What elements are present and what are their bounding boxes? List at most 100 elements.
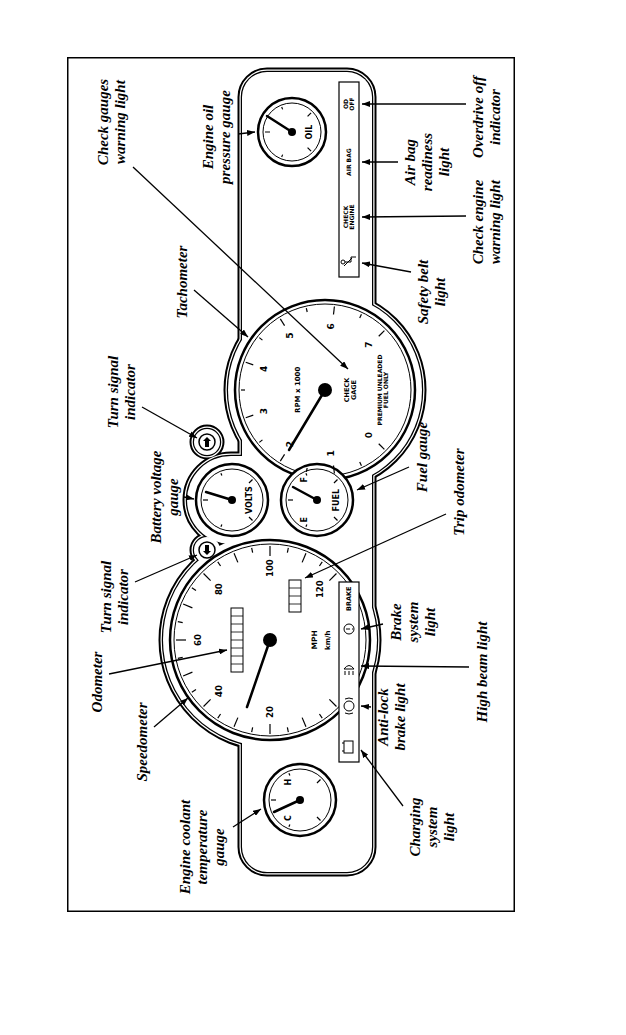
dial-tick [360, 462, 362, 466]
dial-tick [246, 362, 254, 365]
dial-tick [379, 331, 385, 337]
dial-text: OD OFF [343, 93, 356, 115]
dial-tick [379, 444, 385, 450]
dial-tick [192, 588, 196, 591]
callout-label: Turn signal indicator [105, 347, 139, 437]
dial-tick [265, 131, 270, 132]
callout-label: Overdrive off indicator [470, 67, 504, 167]
dial-number: 20 [266, 706, 275, 718]
dial-tick [218, 562, 221, 566]
dial-tick [218, 714, 221, 718]
dial-tick [308, 113, 312, 117]
dial-tick [251, 727, 253, 732]
dial-tick [360, 314, 362, 318]
dial-text: km/h [325, 631, 333, 651]
dial-tick [333, 466, 335, 474]
dial-number: 0 [365, 432, 375, 438]
dial-tick [317, 817, 321, 821]
callout-label: Battery voltage gauge [148, 438, 182, 556]
dial-tick [334, 479, 338, 483]
callout-label: High beam light [474, 612, 491, 732]
dial-tick [259, 338, 262, 340]
dial-tick [249, 479, 253, 483]
dial-tick [269, 724, 270, 734]
dial-tick [288, 499, 293, 500]
dial-tick [305, 524, 307, 526]
dial-tick [287, 727, 289, 732]
dial-number: 1 [327, 450, 337, 456]
dial-tick [280, 454, 284, 461]
dial-tick [319, 714, 322, 718]
callout-label: Tachometer [174, 237, 191, 327]
dial-text: H [285, 779, 294, 786]
dial-tick [306, 468, 308, 472]
dial-number: 3 [260, 408, 270, 414]
figure-frame: Check gauges warning light Engine oil pre… [67, 57, 515, 912]
callout-label: Charging system light [407, 792, 458, 862]
dial-tick [234, 718, 238, 727]
dial-tick [220, 524, 222, 526]
dial-tick [317, 779, 321, 783]
dial-tick [203, 499, 208, 500]
callout-label: Fuel gauge [414, 417, 431, 497]
dial-tick [319, 562, 322, 566]
dial-number: 120 [316, 580, 325, 598]
callout-label: Speedometer [134, 692, 151, 792]
dial-tick [271, 799, 276, 800]
callout-label: Trip odometer [451, 440, 468, 545]
dial-tick [281, 155, 283, 157]
dial-text: E [301, 517, 310, 522]
callout-label: Air bag readiness light [402, 125, 453, 200]
dial-tick [220, 473, 222, 475]
dial-tick [333, 307, 335, 315]
dial-tick [287, 548, 289, 553]
dial-tick [249, 517, 253, 521]
dial-text: CHECK GAGE [344, 373, 358, 407]
dial-number: 6 [327, 323, 337, 329]
callout-label: Engine oil pressure gauge [200, 80, 234, 195]
dial-tick [269, 546, 270, 556]
callout-label: Engine coolant temperature gauge [177, 792, 228, 902]
dial-text: MPH [311, 630, 319, 649]
dial-tick [305, 473, 307, 475]
dial-tick [280, 319, 284, 326]
dial-number: 5 [286, 333, 296, 339]
dial-tick [288, 824, 290, 826]
dial-tick [241, 389, 245, 390]
dial-tick [329, 699, 336, 706]
dial-tick [251, 548, 253, 553]
dial-number: 60 [194, 634, 203, 646]
dial-number: 7 [365, 341, 375, 347]
dial-tick [178, 621, 183, 623]
dial-tick [288, 773, 290, 775]
dial-text: BRAKE [346, 587, 353, 611]
callout-label: Turn signal indicator [98, 552, 132, 642]
dial-tick [302, 553, 306, 562]
dial-text: VOLTS [246, 486, 255, 514]
callout-label: Check engine warning light [470, 172, 504, 272]
dial-number: 40 [215, 685, 224, 697]
dial-tick [246, 415, 254, 418]
dial-tick [302, 718, 306, 727]
dial-tick [329, 574, 336, 581]
dial-text: PREMIUM UNLEADED FUEL ONLY [377, 350, 390, 430]
dial-tick [204, 699, 211, 706]
dial-tick [204, 574, 211, 581]
callout-label: Check gauges warning light [95, 72, 129, 172]
callout-label: Anti-lock brake light [375, 675, 409, 760]
dial-number: 2 [286, 441, 296, 447]
dial-text: OIL [306, 125, 315, 140]
dial-text: CHECK ENGINE [343, 202, 356, 232]
dial-tick [308, 148, 312, 152]
dial-tick [192, 689, 196, 692]
callout-label: Brake system light [388, 593, 439, 651]
dial-text: C [285, 815, 294, 821]
dial-tick [281, 107, 283, 109]
dial-tick [259, 440, 262, 442]
dial-tick [306, 308, 308, 312]
dial-text: AIR BAG [346, 148, 353, 176]
dial-tick [183, 672, 192, 676]
dial-tick [176, 639, 186, 640]
dial-number: 100 [266, 559, 275, 577]
dial-text: RPM x 1000 [295, 367, 303, 413]
